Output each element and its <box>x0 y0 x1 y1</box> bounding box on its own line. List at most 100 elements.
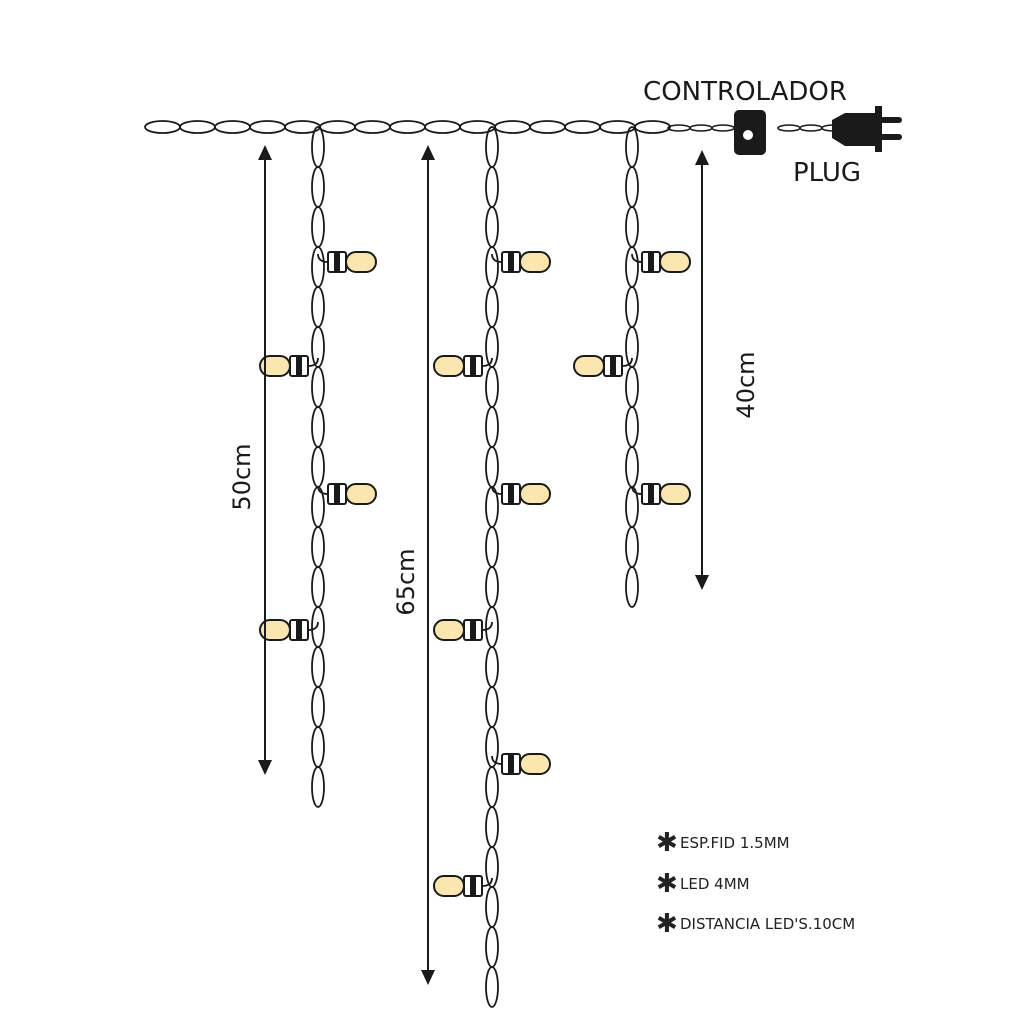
dimension-arrow <box>695 150 709 590</box>
arrow-head-up <box>695 150 709 165</box>
led-bulb <box>573 355 633 377</box>
strand-wire-segment <box>311 246 325 288</box>
strand-wire-segment <box>311 126 325 168</box>
strand-wire-segment <box>625 206 639 248</box>
bulb-socket-band <box>296 620 302 640</box>
arrow-head-up <box>421 145 435 160</box>
arrow-head-down <box>258 760 272 775</box>
lead-wire-segment <box>799 124 823 132</box>
bulb-glass <box>659 483 691 505</box>
bulb-socket-band <box>334 252 340 272</box>
bulb-lead <box>307 357 319 367</box>
strand-wire-segment <box>485 766 499 808</box>
bulb-glass <box>433 619 465 641</box>
led-bulb <box>491 251 551 273</box>
bulb-lead <box>307 621 319 631</box>
strand-wire-segment <box>485 206 499 248</box>
bulb-lead <box>317 485 329 495</box>
strand-wire-segment <box>311 686 325 728</box>
strand-wire-segment <box>485 406 499 448</box>
bulb-glass <box>519 483 551 505</box>
spec-note: ✱ LED 4MM <box>656 871 750 897</box>
strand-wire-segment <box>485 606 499 648</box>
bulb-glass <box>659 251 691 273</box>
strand-wire-segment <box>625 286 639 328</box>
controller-icon <box>734 110 766 155</box>
strand-wire-segment <box>311 406 325 448</box>
wires <box>144 120 845 1008</box>
controller-label: CONTROLADOR <box>643 77 847 107</box>
strand-wire-segment <box>311 606 325 648</box>
lead-wire-segment <box>711 124 735 132</box>
strand-wire-segment <box>311 646 325 688</box>
strand-wire-segment <box>485 726 499 768</box>
bulb-lead <box>317 253 329 263</box>
strand-wire-segment <box>625 566 639 608</box>
bulb-glass <box>259 619 291 641</box>
strand-wire-segment <box>311 166 325 208</box>
bulb-socket-band <box>648 252 654 272</box>
main-wire-segment <box>459 120 496 134</box>
strand-wire-segment <box>485 166 499 208</box>
dimension-arrow <box>258 145 272 775</box>
strand-wire-segment <box>485 646 499 688</box>
strand-wire-segment <box>485 246 499 288</box>
strand-wire-segment <box>485 686 499 728</box>
main-wire-segment <box>319 120 356 134</box>
strand-wire-segment <box>625 246 639 288</box>
bulb-glass <box>519 753 551 775</box>
bulb-socket-band <box>610 356 616 376</box>
bulb-lead <box>491 485 503 495</box>
strand-wire-segment <box>311 206 325 248</box>
strand-wire-segment <box>311 366 325 408</box>
spec-note-text: ESP.FID 1.5MM <box>680 834 790 852</box>
strand-wire-segment <box>311 766 325 808</box>
bulb-glass <box>259 355 291 377</box>
strand-wire-segment <box>625 406 639 448</box>
led-bulb <box>433 875 493 897</box>
spec-note: ✱ DISTANCIA LED'S.10CM <box>656 911 855 937</box>
dimension-40cm: 40cm <box>732 351 760 418</box>
plug-icon <box>832 106 902 152</box>
bulb-glass <box>573 355 605 377</box>
led-bulb <box>259 355 319 377</box>
main-wire-segment <box>354 120 391 134</box>
bulb-lead <box>481 357 493 367</box>
bulb-socket-band <box>470 620 476 640</box>
bulb-glass <box>433 875 465 897</box>
bulb-lead <box>491 253 503 263</box>
bulb-lead <box>621 357 633 367</box>
strand-wire-segment <box>625 126 639 168</box>
main-wire-segment <box>564 120 601 134</box>
bulbs <box>259 251 691 897</box>
main-wire-segment <box>214 120 251 134</box>
spec-note-text: LED 4MM <box>680 875 750 893</box>
main-wire-segment <box>179 120 216 134</box>
strand-wire-segment <box>311 566 325 608</box>
bulb-socket-band <box>470 876 476 896</box>
strand-wire-segment <box>485 566 499 608</box>
strand-wire-segment <box>485 526 499 568</box>
arrow-head-down <box>421 970 435 985</box>
bulb-glass <box>519 251 551 273</box>
main-wire-segment <box>389 120 426 134</box>
led-bulb <box>259 619 319 641</box>
strand-wire-segment <box>625 526 639 568</box>
lead-wire-segment <box>777 124 801 132</box>
main-wire-segment <box>144 120 181 134</box>
strand-wire-segment <box>485 806 499 848</box>
led-bulb <box>317 251 377 273</box>
bulb-socket-band <box>508 484 514 504</box>
main-wire-segment <box>599 120 636 134</box>
strand-wire-segment <box>625 166 639 208</box>
main-wire-segment <box>529 120 566 134</box>
bulb-glass <box>433 355 465 377</box>
asterisk-icon: ✱ <box>656 909 678 939</box>
main-wire-segment <box>424 120 461 134</box>
led-bulb <box>491 753 551 775</box>
lead-wire-segment <box>667 124 691 132</box>
lead-wire-segment <box>689 124 713 132</box>
bulb-lead <box>491 755 503 765</box>
